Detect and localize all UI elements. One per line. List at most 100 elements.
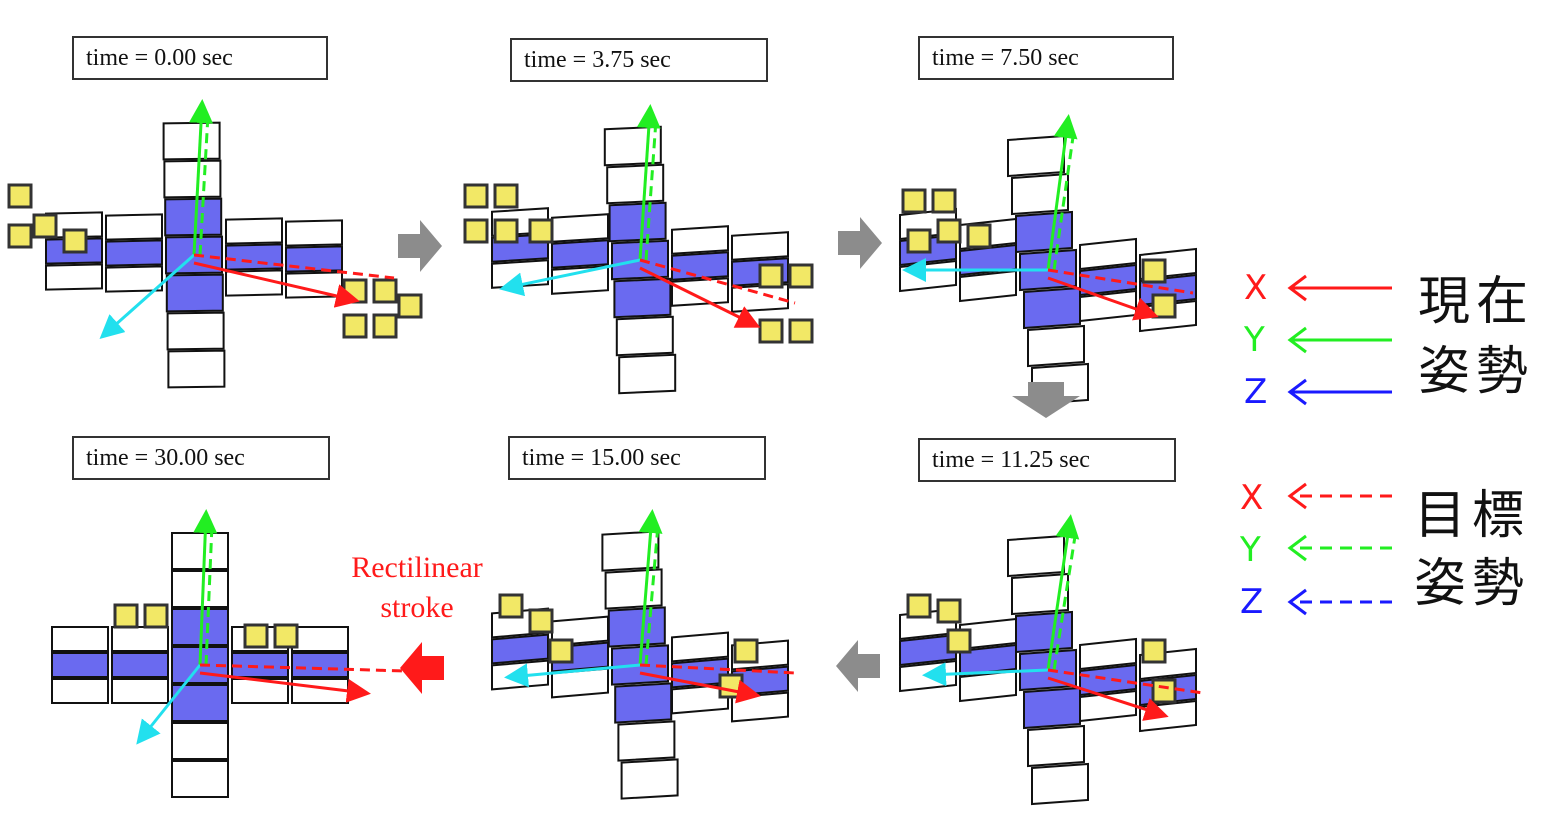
time-label-1: time = 3.75 sec bbox=[510, 38, 768, 82]
bus-panel bbox=[606, 569, 662, 608]
solar-cell bbox=[115, 605, 137, 627]
time-label-4: time = 15.00 sec bbox=[508, 436, 766, 480]
bus-panel bbox=[168, 313, 224, 350]
legend-current-x: X bbox=[1244, 268, 1267, 308]
legend-target-x: X bbox=[1240, 478, 1263, 518]
bus-panel bbox=[1008, 536, 1064, 576]
wing-panel bbox=[52, 653, 108, 677]
wing-panel bbox=[286, 220, 342, 245]
bus-panel bbox=[1028, 326, 1084, 366]
solar-cell bbox=[9, 185, 31, 207]
solar-cell bbox=[1153, 680, 1175, 702]
solar-cell bbox=[760, 265, 782, 287]
bus-panel bbox=[172, 723, 228, 759]
solar-cell bbox=[1153, 295, 1175, 317]
solar-cell bbox=[374, 280, 396, 302]
solar-cell bbox=[908, 230, 930, 252]
solar-cell bbox=[9, 225, 31, 247]
wing-panel bbox=[106, 214, 162, 239]
wing-panel bbox=[112, 653, 168, 677]
wing-panel bbox=[672, 226, 728, 254]
bus-panel bbox=[610, 203, 666, 241]
wing-panel bbox=[52, 627, 108, 651]
wing-panel bbox=[226, 270, 282, 295]
bus-panel bbox=[165, 199, 221, 236]
solar-cell bbox=[790, 265, 812, 287]
solar-cell bbox=[465, 220, 487, 242]
bus-panel bbox=[172, 571, 228, 607]
wing-panel bbox=[732, 232, 788, 260]
bus-panel bbox=[1028, 726, 1084, 766]
solar-cell bbox=[735, 640, 757, 662]
bus-panel bbox=[1024, 288, 1080, 328]
bus-panel bbox=[1024, 688, 1080, 728]
solar-cell bbox=[720, 675, 742, 697]
solar-cell bbox=[145, 605, 167, 627]
wing-panel bbox=[106, 266, 162, 291]
bus-panel bbox=[609, 607, 665, 646]
legend-current-title-1: 現在 bbox=[1418, 274, 1534, 330]
wing-panel bbox=[672, 252, 728, 280]
time-label-3: time = 11.25 sec bbox=[918, 438, 1176, 482]
wing-panel bbox=[552, 240, 608, 268]
solar-cell bbox=[760, 320, 782, 342]
wing-panel bbox=[492, 635, 548, 664]
wing-panel bbox=[900, 261, 956, 291]
bus-panel bbox=[614, 279, 670, 317]
time-label-5: time = 30.00 sec bbox=[72, 436, 330, 480]
solar-cell bbox=[938, 220, 960, 242]
satellite-frame bbox=[492, 515, 795, 799]
solar-cell bbox=[399, 295, 421, 317]
caption-line-1: Rectilinear bbox=[322, 548, 512, 588]
bus-panel bbox=[164, 123, 220, 160]
bus-panel bbox=[617, 317, 673, 355]
legend-target-y: Y bbox=[1240, 530, 1261, 570]
legend-current-title-2: 姿勢 bbox=[1418, 344, 1534, 400]
wing-panel bbox=[960, 671, 1016, 701]
time-label-2: time = 7.50 sec bbox=[918, 36, 1174, 80]
wing-panel bbox=[1080, 639, 1136, 669]
satellite-frame bbox=[9, 105, 421, 387]
bus-panel bbox=[607, 165, 663, 203]
wing-panel bbox=[52, 679, 108, 703]
solar-cell bbox=[34, 215, 56, 237]
solar-cell bbox=[374, 315, 396, 337]
solar-cell bbox=[344, 315, 366, 337]
solar-cell bbox=[1143, 260, 1165, 282]
wing-panel bbox=[292, 627, 348, 651]
bus-panel bbox=[1008, 136, 1064, 176]
solar-cell bbox=[245, 625, 267, 647]
solar-cell bbox=[495, 220, 517, 242]
bus-panel bbox=[1032, 764, 1088, 804]
solar-cell bbox=[530, 610, 552, 632]
wing-panel bbox=[552, 214, 608, 242]
legend-target-z: Z bbox=[1240, 582, 1263, 622]
satellite-frame bbox=[900, 520, 1203, 804]
flow-arrow-5-to-6 bbox=[400, 642, 444, 694]
bus-panel bbox=[618, 721, 674, 760]
wing-panel bbox=[226, 218, 282, 243]
wing-panel bbox=[226, 244, 282, 269]
wing-panel bbox=[46, 264, 102, 289]
caption-line-2: stroke bbox=[322, 588, 512, 628]
solar-cell bbox=[933, 190, 955, 212]
wing-panel bbox=[1080, 265, 1136, 295]
solar-cell bbox=[903, 190, 925, 212]
legend-target-title-1: 目標 bbox=[1414, 488, 1530, 544]
solar-cell bbox=[495, 185, 517, 207]
wing-panel bbox=[1080, 239, 1136, 269]
time-label-0: time = 0.00 sec bbox=[72, 36, 328, 80]
legend-current-y: Y bbox=[1244, 320, 1265, 360]
wing-panel bbox=[672, 633, 728, 662]
solar-cell bbox=[948, 630, 970, 652]
wing-panel bbox=[960, 271, 1016, 301]
bus-panel bbox=[619, 355, 675, 393]
solar-cell bbox=[275, 625, 297, 647]
satellite-frame bbox=[465, 110, 812, 393]
solar-cell bbox=[938, 600, 960, 622]
legend-current-z: Z bbox=[1244, 372, 1267, 412]
wing-panel bbox=[1080, 691, 1136, 721]
wing-panel bbox=[292, 653, 348, 677]
